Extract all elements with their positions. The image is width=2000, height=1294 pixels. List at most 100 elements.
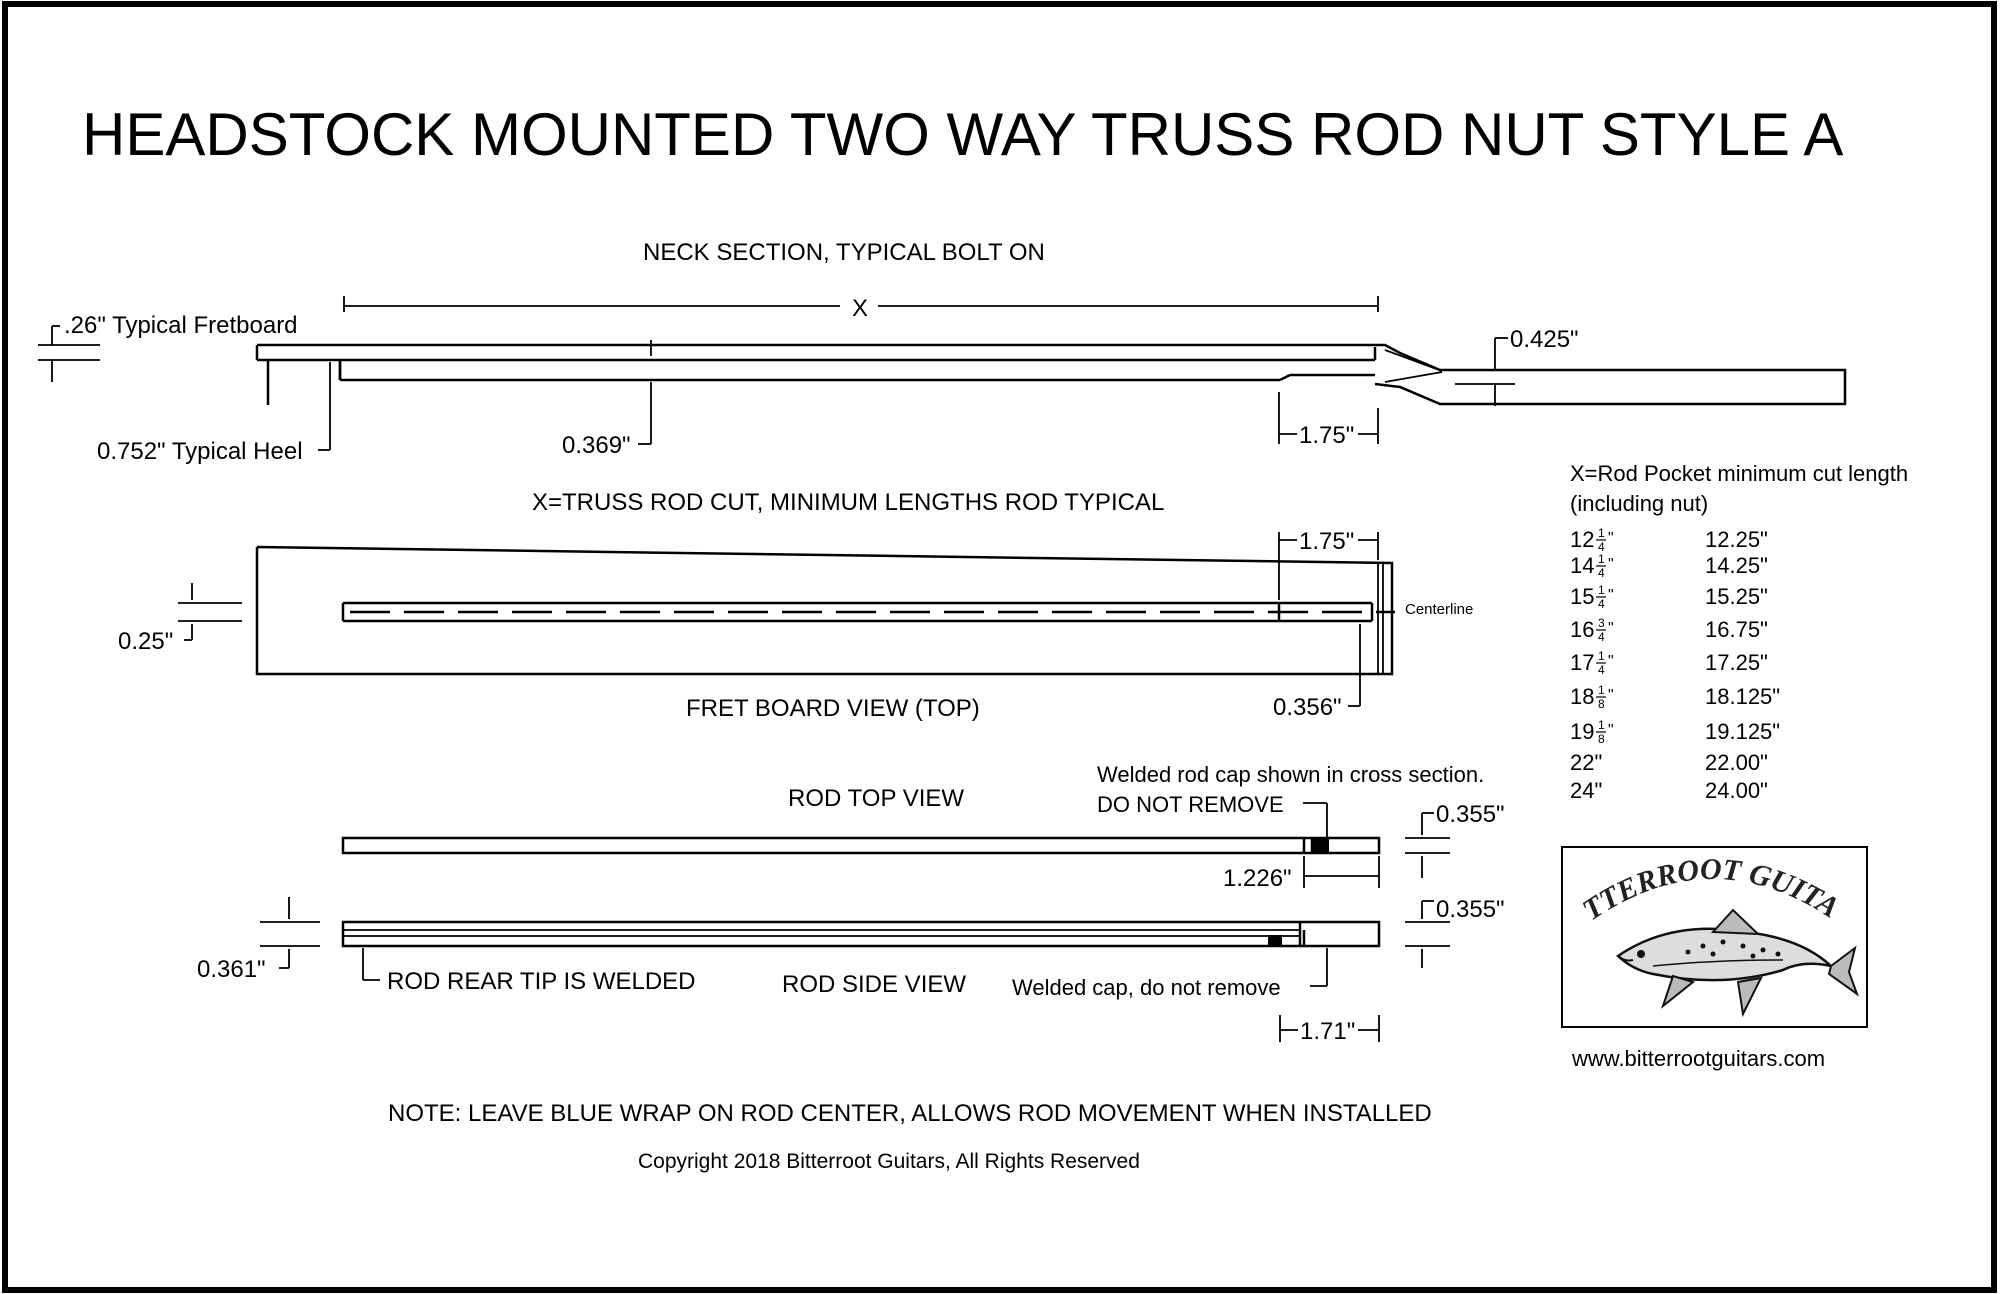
pocket-table-heading-2: (including nut) xyxy=(1570,491,1708,516)
rod-top-cap-len-label: 1.226" xyxy=(1223,865,1292,892)
rod-side-cap-len-label: 1.71" xyxy=(1300,1018,1355,1045)
row-whole: 16 xyxy=(1570,617,1594,642)
rod-side-height-label: 0.355" xyxy=(1436,896,1505,923)
bitterroot-logo: BITTERROOT GUITARS xyxy=(1552,822,1868,1028)
row-inch-mark: " xyxy=(1608,620,1614,637)
pocket-table-row: 12 14" 12.25" xyxy=(1570,526,1768,554)
pocket-table-row: 16 34" 16.75" xyxy=(1570,616,1768,644)
rod-top-view-label: ROD TOP VIEW xyxy=(788,785,964,812)
rod-side-height-dim: 0.355" xyxy=(1405,896,1505,968)
row-whole: 19 xyxy=(1570,719,1594,744)
row-whole: 14 xyxy=(1570,553,1594,578)
cap-leader-top xyxy=(1303,802,1328,838)
page-title: HEADSTOCK MOUNTED TWO WAY TRUSS ROD NUT … xyxy=(82,101,1843,168)
row-denominator: 8 xyxy=(1598,697,1605,711)
row-inch-mark: " xyxy=(1608,530,1614,547)
row-denominator: 4 xyxy=(1598,566,1605,580)
row-denominator: 4 xyxy=(1598,663,1605,677)
row-decimal: 15.25" xyxy=(1705,584,1768,609)
heel-dim: 0.752" Typical Heel xyxy=(97,362,331,465)
row-numerator: 1 xyxy=(1598,552,1605,566)
pocket-table-heading-1: X=Rod Pocket minimum cut length xyxy=(1570,461,1908,486)
side-cap-note: Welded cap, do not remove xyxy=(1012,975,1281,1000)
fretboard-top-dim-label: 1.75" xyxy=(1299,528,1354,555)
headstock-label: 0.425" xyxy=(1510,326,1579,353)
fretboard-bottom-dim-label: 0.356" xyxy=(1273,694,1342,721)
pocket-table-row: 22" 22.00" xyxy=(1570,750,1768,775)
depth-label: 0.369" xyxy=(562,432,631,459)
row-numerator: 1 xyxy=(1598,649,1605,663)
row-whole: 12 xyxy=(1570,527,1594,552)
rod-rear-tip-label: ROD REAR TIP IS WELDED xyxy=(387,968,696,995)
row-decimal: 16.75" xyxy=(1705,617,1768,642)
pocket-table-row: 17 14" 17.25" xyxy=(1570,649,1768,677)
headstock-dim: 0.425" xyxy=(1455,326,1579,406)
row-inch-mark: " xyxy=(1608,556,1614,573)
fretboard-view-label: FRET BOARD VIEW (TOP) xyxy=(686,695,980,722)
website: www.bitterrootguitars.com xyxy=(1571,1046,1825,1071)
rod-side-left-label: 0.361" xyxy=(197,956,266,983)
row-whole: 18 xyxy=(1570,684,1594,709)
pocket-table-row: 15 14" 15.25" xyxy=(1570,583,1768,611)
row-decimal: 19.125" xyxy=(1705,719,1780,744)
row-inch-mark: " xyxy=(1608,687,1614,704)
blue-wrap-note: NOTE: LEAVE BLUE WRAP ON ROD CENTER, ALL… xyxy=(388,1100,1432,1127)
channel-width-dim: 0.25" xyxy=(118,583,242,655)
row-inch-mark: " xyxy=(1608,587,1614,604)
x-dimension: X xyxy=(343,295,1379,322)
row-decimal: 18.125" xyxy=(1705,684,1780,709)
fretboard-bottom-dim: 0.356" xyxy=(1273,624,1361,721)
row-denominator: 4 xyxy=(1598,540,1605,554)
fretboard-top-view xyxy=(255,545,1395,676)
rod-side-left-dim: 0.361" xyxy=(197,897,320,983)
row-whole: 15 xyxy=(1570,584,1594,609)
row-decimal: 14.25" xyxy=(1705,553,1768,578)
fish-icon: BITTERROOT GUITARS xyxy=(1552,822,1860,1018)
rod-side-drawing xyxy=(341,920,1381,948)
rod-side-cap-len-dim: 1.71" xyxy=(1279,1015,1380,1045)
copyright: Copyright 2018 Bitterroot Guitars, All R… xyxy=(638,1150,1140,1173)
nut-length-dim: 1.75" xyxy=(1278,392,1379,449)
cap-note-line1: Welded rod cap shown in cross section. xyxy=(1097,762,1484,787)
row-numerator: 1 xyxy=(1598,583,1605,597)
row-inch-mark: " xyxy=(1608,653,1614,670)
side-cap-leader xyxy=(1310,948,1328,987)
nut-length-label: 1.75" xyxy=(1299,422,1354,449)
channel-width-label: 0.25" xyxy=(118,628,173,655)
row-whole: 17 xyxy=(1570,650,1594,675)
pocket-table-row: 24" 24.00" xyxy=(1570,778,1768,803)
rod-top-height-label: 0.355" xyxy=(1436,801,1505,828)
fretboard-label: .26" Typical Fretboard xyxy=(64,312,298,339)
row-numerator: 1 xyxy=(1598,683,1605,697)
row-inch-mark: " xyxy=(1608,722,1614,739)
row-whole: 22" xyxy=(1570,750,1602,775)
centerline-label: Centerline xyxy=(1405,601,1473,618)
row-decimal: 24.00" xyxy=(1705,778,1768,803)
rod-top-height-dim: 0.355" xyxy=(1405,801,1505,878)
row-decimal: 17.25" xyxy=(1705,650,1768,675)
row-whole: 24" xyxy=(1570,778,1602,803)
row-numerator: 1 xyxy=(1598,526,1605,540)
rod-top-cap-len-dim: 1.226" xyxy=(1223,856,1380,892)
heel-label: 0.752" Typical Heel xyxy=(97,438,303,465)
depth-dim: 0.369" xyxy=(562,340,652,459)
row-numerator: 3 xyxy=(1598,616,1605,630)
neck-section-drawing xyxy=(255,343,1847,406)
rod-top-drawing xyxy=(341,836,1381,855)
row-decimal: 22.00" xyxy=(1705,750,1768,775)
fretboard-top-dim: 1.75" xyxy=(1278,528,1379,600)
rod-rear-tip-leader xyxy=(362,948,380,981)
rod-side-view-label: ROD SIDE VIEW xyxy=(782,971,966,998)
svg-text:BITTERROOT GUITARS: BITTERROOT GUITARS xyxy=(1563,848,1845,927)
row-denominator: 4 xyxy=(1598,630,1605,644)
fretboard-thickness-dim: .26" Typical Fretboard xyxy=(38,312,298,382)
truss-rod-cut-heading: X=TRUSS ROD CUT, MINIMUM LENGTHS ROD TYP… xyxy=(532,489,1164,516)
row-denominator: 4 xyxy=(1598,597,1605,611)
row-decimal: 12.25" xyxy=(1705,527,1768,552)
